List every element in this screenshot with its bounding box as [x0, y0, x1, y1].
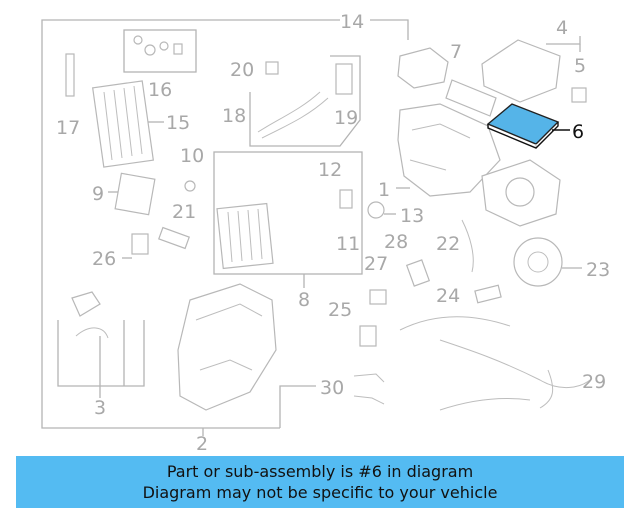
- callout-18: 18: [222, 105, 246, 127]
- part-22-rod: [461, 219, 474, 273]
- callout-28: 28: [384, 231, 408, 253]
- callouts: 14 4 7 5 16 20 18 19 15 17 6 10 12 1 9 2…: [56, 11, 610, 455]
- part-2-lower-housing: [177, 283, 277, 411]
- callout-30: 30: [320, 377, 344, 399]
- part-27-actuator: [369, 289, 387, 305]
- part-4-upper-housing: [481, 39, 561, 103]
- part-15-evaporator: [91, 80, 155, 168]
- part-6-cabin-filter: [486, 103, 560, 149]
- info-banner: Part or sub-assembly is #6 in diagram Di…: [16, 456, 624, 508]
- banner-line-1: Part or sub-assembly is #6 in diagram: [166, 462, 474, 481]
- part-30-hose-b: [353, 395, 385, 405]
- callout-11: 11: [336, 233, 360, 255]
- callout-23: 23: [586, 259, 610, 281]
- part-8-group: [213, 151, 363, 288]
- part-18-19-group: [249, 55, 361, 147]
- callout-8: 8: [298, 289, 310, 311]
- callout-14: 14: [340, 11, 364, 33]
- part-24-resistor: [474, 284, 502, 304]
- part-20-clip: [265, 61, 279, 75]
- callout-25: 25: [328, 299, 352, 321]
- callout-22: 22: [436, 233, 460, 255]
- part-17-bracket: [65, 53, 75, 97]
- callout-24: 24: [436, 285, 460, 307]
- part-13-ring: [367, 201, 385, 219]
- banner-line-2: Diagram may not be specific to your vehi…: [142, 483, 498, 502]
- part-23-blower-motor: [513, 237, 563, 287]
- callout-1: 1: [378, 179, 390, 201]
- part-25-actuator: [359, 325, 377, 347]
- part-14-duct: [397, 47, 449, 89]
- part-9-frame: [114, 172, 156, 216]
- part-26-clip: [131, 233, 149, 255]
- blower-housing: [481, 159, 561, 227]
- part-5-clip: [571, 87, 587, 103]
- part-3-bracket: [71, 291, 101, 317]
- callout-4: 4: [556, 17, 568, 39]
- callout-26: 26: [92, 248, 116, 270]
- callout-2: 2: [196, 433, 208, 455]
- callout-7: 7: [450, 41, 462, 63]
- part-16-group: [123, 29, 197, 73]
- callout-27: 27: [364, 253, 388, 275]
- part-28-actuator: [405, 259, 431, 287]
- part-3-rod: [75, 327, 109, 339]
- callout-12: 12: [318, 159, 342, 181]
- callout-29: 29: [582, 371, 606, 393]
- callout-19: 19: [334, 107, 358, 129]
- callout-3: 3: [94, 397, 106, 419]
- part-29-wire-harness: [399, 316, 591, 411]
- part-10-sensor: [184, 180, 196, 192]
- part-30-hose: [353, 373, 385, 383]
- callout-21: 21: [172, 201, 196, 223]
- callout-10: 10: [180, 145, 204, 167]
- callout-5: 5: [574, 55, 586, 77]
- callout-20: 20: [230, 59, 254, 81]
- callout-17: 17: [56, 117, 80, 139]
- callout-9: 9: [92, 183, 104, 205]
- part-21-bracket: [158, 226, 190, 250]
- part-1-main-housing: [397, 103, 501, 197]
- callout-13: 13: [400, 205, 424, 227]
- callout-6: 6: [572, 121, 584, 143]
- callout-16: 16: [148, 79, 172, 101]
- callout-15: 15: [166, 112, 190, 134]
- part-7-seal: [445, 79, 497, 117]
- frame-lines: [41, 19, 581, 436]
